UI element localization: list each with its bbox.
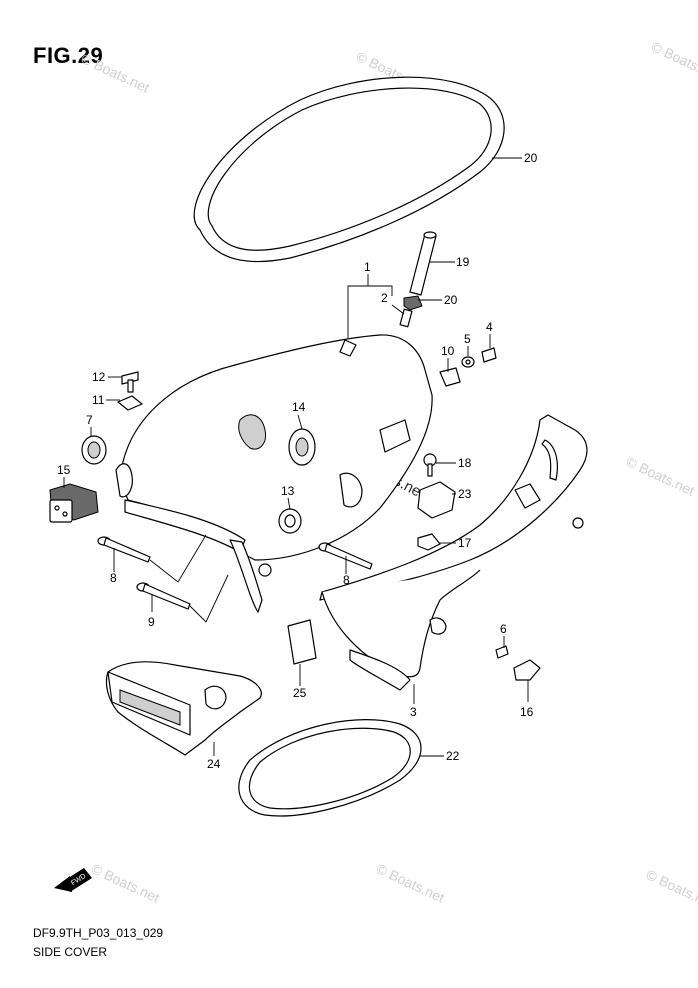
bushing-part-13: [278, 508, 302, 534]
assembly-name: SIDE COVER: [33, 945, 108, 959]
upper-seal-ring-part-21: [193, 76, 505, 263]
lower-seal-ring-part-22: [238, 719, 422, 817]
part-label: 9: [148, 615, 155, 629]
part-label: 1: [364, 260, 371, 274]
drawing-code: DF9.9TH_P03_013_029: [33, 926, 164, 940]
part-label: 8: [110, 571, 117, 585]
nut-part-11: [117, 395, 143, 411]
part-label: 14: [292, 400, 306, 414]
screw-part-4: [481, 347, 497, 363]
leader-2: [391, 304, 405, 315]
leader-bolt-9-guide: [189, 574, 229, 623]
watermark: © Boats.net: [624, 453, 697, 499]
watermark: © Boats.net: [89, 860, 162, 906]
part-label: 5: [464, 332, 471, 346]
watermark: © Boats.net: [649, 38, 698, 84]
screw-part-12: [121, 371, 139, 393]
part-label: 25: [293, 686, 307, 700]
part-label: 8: [343, 573, 350, 587]
bracket-part-24: [105, 661, 262, 756]
part-label: 6: [500, 622, 507, 636]
leader-14: [297, 414, 303, 430]
tube-part-19: [409, 231, 437, 296]
leader-bolt-8-guide: [149, 534, 207, 583]
part-label: 20: [524, 151, 538, 165]
part-label: 3: [410, 705, 417, 719]
part-label: 24: [207, 757, 221, 771]
washer-part-5: [461, 356, 475, 368]
part-label: 22: [446, 749, 460, 763]
part-label: 11: [92, 393, 105, 407]
leader-1: [347, 285, 393, 338]
clip-part-20: [403, 295, 423, 311]
part-label: 15: [57, 463, 71, 477]
part-label: 23: [458, 487, 472, 501]
part-label: 13: [281, 484, 295, 498]
port-side-cover-part-1: [115, 334, 433, 613]
plate-part-25: [287, 619, 317, 665]
watermark: © Boats.net: [644, 866, 698, 912]
grommet-part-14: [288, 428, 316, 466]
part-label: 7: [86, 413, 93, 427]
watermark: © Boats.net: [79, 50, 152, 96]
strain-relief-part-15: [49, 483, 99, 523]
bolt-part-8-left: [97, 536, 151, 563]
part-label: 10: [441, 344, 455, 358]
part-label: 2: [381, 291, 388, 305]
part-labels: 20 19 1 2 20 12 11 7 15 14 13 10 5 4 18 …: [57, 151, 538, 771]
fwd-arrow-icon: FWD: [54, 868, 92, 892]
bolt-part-8-right: [318, 542, 373, 570]
part-label: 17: [458, 536, 472, 550]
bolt-part-9: [136, 582, 191, 610]
starboard-side-cover-part-3: [319, 414, 588, 691]
figure-title: FIG.29: [33, 43, 104, 68]
part-label: 18: [458, 456, 472, 470]
bracket-part-23: [417, 481, 456, 519]
grommet-part-7: [81, 435, 107, 465]
clip-part-17: [417, 533, 441, 551]
part-label: 20: [444, 293, 458, 307]
cap-part-16: [513, 659, 541, 681]
clip-part-10: [439, 367, 461, 387]
watermark: © Boats.net: [374, 860, 447, 906]
part-label: 16: [520, 705, 534, 719]
screw-part-18: [423, 453, 437, 477]
leader-13: [287, 497, 291, 510]
part-label: 12: [92, 370, 106, 384]
part-label: 4: [486, 320, 493, 334]
leader-lines: [63, 157, 529, 757]
part-label: 19: [456, 255, 470, 269]
screw-part-6: [495, 645, 509, 659]
